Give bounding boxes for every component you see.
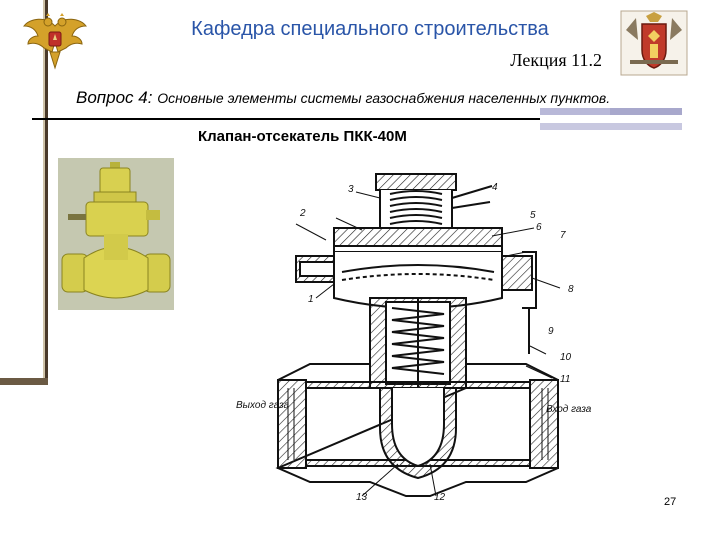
callout-12: 12: [434, 492, 446, 500]
left-border-foot: [0, 378, 48, 385]
outlet-label: Выход газа: [236, 400, 289, 411]
callout-10: 10: [560, 352, 572, 363]
valve-cross-section-diagram: 3 4 5 6 7 8 9 10 11 2 1 12 13 Выход газа…: [230, 168, 606, 503]
valve-photo: [58, 158, 174, 310]
figure-caption: Клапан-отсекатель ПКК-40М: [198, 128, 407, 145]
callout-2: 2: [299, 208, 306, 219]
callout-6: 6: [536, 222, 542, 233]
callout-5: 5: [530, 210, 536, 221]
lecture-number: Лекция 11.2: [510, 50, 602, 70]
question-text: Основные элементы системы газоснабжения …: [157, 90, 611, 106]
page-number: 27: [664, 496, 677, 508]
left-border-light: [43, 0, 45, 385]
decorative-pattern: [540, 108, 682, 130]
header-divider: [32, 118, 540, 120]
callout-11: 11: [560, 374, 570, 385]
institution-shield-icon: [620, 10, 688, 76]
question-line: Вопрос 4: Основные элементы системы газо…: [76, 88, 610, 108]
page-title: Кафедра специального строительства: [191, 18, 549, 40]
callout-7: 7: [560, 230, 566, 241]
eagle-emblem-icon: [22, 12, 88, 72]
question-label: Вопрос 4:: [76, 88, 153, 107]
callout-8: 8: [568, 284, 574, 295]
callout-1: 1: [308, 294, 314, 305]
left-border-bar: [0, 0, 48, 385]
left-border-dark: [45, 0, 48, 385]
callout-13: 13: [356, 492, 368, 500]
callout-4: 4: [492, 182, 498, 193]
callout-3: 3: [348, 184, 354, 195]
inlet-label: Вход газа: [546, 404, 592, 415]
callout-9: 9: [548, 326, 554, 337]
